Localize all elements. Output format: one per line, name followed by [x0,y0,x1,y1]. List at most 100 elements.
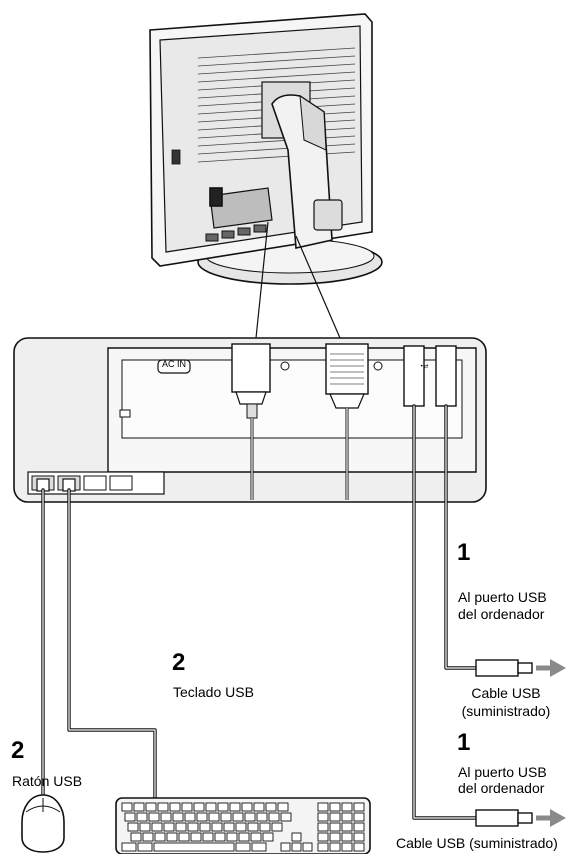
keyboard-key [318,843,328,851]
keyboard-label: Teclado USB [173,684,254,700]
arrow-to-computer-bottom [550,809,566,827]
keyboard-key [176,823,186,831]
keyboard-key [278,803,288,811]
keyboard-key [218,803,228,811]
keyboard-key [318,833,328,841]
keyboard-key [140,823,150,831]
keyboard-key [354,803,364,811]
keyboard-key [191,833,201,841]
mouse-label: Ratón USB [12,773,82,789]
keyboard-key [281,813,291,821]
keyboard-key [342,823,352,831]
keyboard-key [149,813,159,821]
keyboard-key [200,823,210,831]
keyboard-key [212,823,222,831]
keyboard-key [173,813,183,821]
keyboard-key [318,823,328,831]
keyboard-key [330,833,340,841]
keyboard-key [125,813,135,821]
keyboard-key [342,843,352,851]
keyboard-key [131,833,141,841]
usb-top-step-number: 1 [457,541,470,565]
keyboard-key [233,813,243,821]
keyboard-key [245,813,255,821]
keyboard-key [251,833,261,841]
svg-text:•⇄: •⇄ [420,363,429,370]
keyboard-key [318,803,328,811]
keyboard-key [158,803,168,811]
keyboard-key [134,803,144,811]
keyboard-key [292,833,301,841]
mouse-step-number: 2 [11,739,24,763]
keyboard-key [318,813,328,821]
keyboard-key [281,843,290,851]
keyboard-key [206,803,216,811]
keyboard-key [161,813,171,821]
keyboard-key [236,823,246,831]
keyboard-key [260,823,270,831]
keyboard-key [330,843,340,851]
keyboard-key [236,843,250,851]
keyboard-key [215,833,225,841]
usb-plug-top [476,659,566,677]
keyboard-key [179,833,189,841]
keyboard-key [224,823,234,831]
keyboard-key [137,813,147,821]
keyboard-step-number: 2 [172,651,185,675]
keyboard-key [254,803,264,811]
keyboard-key [342,833,352,841]
ac-in-label: AC IN [160,359,188,370]
keyboard-key [354,843,364,851]
usb-downstream-ports [28,472,164,494]
keyboard-key [354,823,364,831]
keyboard-key [266,803,276,811]
keyboard-key [122,843,136,851]
usb-top-destination-line2: del ordenador [458,606,544,622]
keyboard-key [122,803,132,811]
keyboard-key [152,823,162,831]
keyboard-key [342,813,352,821]
keyboard-key [182,803,192,811]
keyboard-key [128,823,138,831]
usb-bottom-destination-line1: Al puerto USB [458,764,547,780]
monitor-rear-view [150,14,382,338]
usb-bottom-cable-label: Cable USB (suministrado) [396,835,558,851]
usb-mouse [22,795,64,852]
keyboard-key [342,803,352,811]
keyboard-key [221,813,231,821]
keyboard-key [330,803,340,811]
usb-plug-bottom [476,809,566,827]
keyboard-key [230,803,240,811]
keyboard-key [154,843,234,851]
keyboard-key [272,823,282,831]
keyboard-key [257,813,267,821]
keyboard-key [203,833,213,841]
usb-top-cable-line1: Cable USB [448,685,564,701]
keyboard-key [263,833,273,841]
keyboard-key [303,843,312,851]
keyboard-key [185,813,195,821]
keyboard-key [248,823,258,831]
keyboard-key [209,813,219,821]
keyboard-key [170,803,180,811]
keyboard-key [167,833,177,841]
keyboard-key [197,813,207,821]
keyboard-key [164,823,174,831]
keyboard-key [155,833,165,841]
keyboard-key [269,813,279,821]
keyboard-key [194,803,204,811]
keyboard-key [138,843,152,851]
usb-keyboard [116,798,370,854]
usb-top-destination-line1: Al puerto USB [458,589,547,605]
keyboard-key [354,833,364,841]
keyboard-key [188,823,198,831]
usb-bottom-step-number: 1 [457,731,470,755]
keyboard-key [252,843,266,851]
keyboard-key [330,823,340,831]
keyboard-key [242,803,252,811]
keyboard-key [354,813,364,821]
keyboard-key [143,833,153,841]
usb-top-cable-line2: (suministrado) [448,703,564,719]
keyboard-key [239,833,249,841]
